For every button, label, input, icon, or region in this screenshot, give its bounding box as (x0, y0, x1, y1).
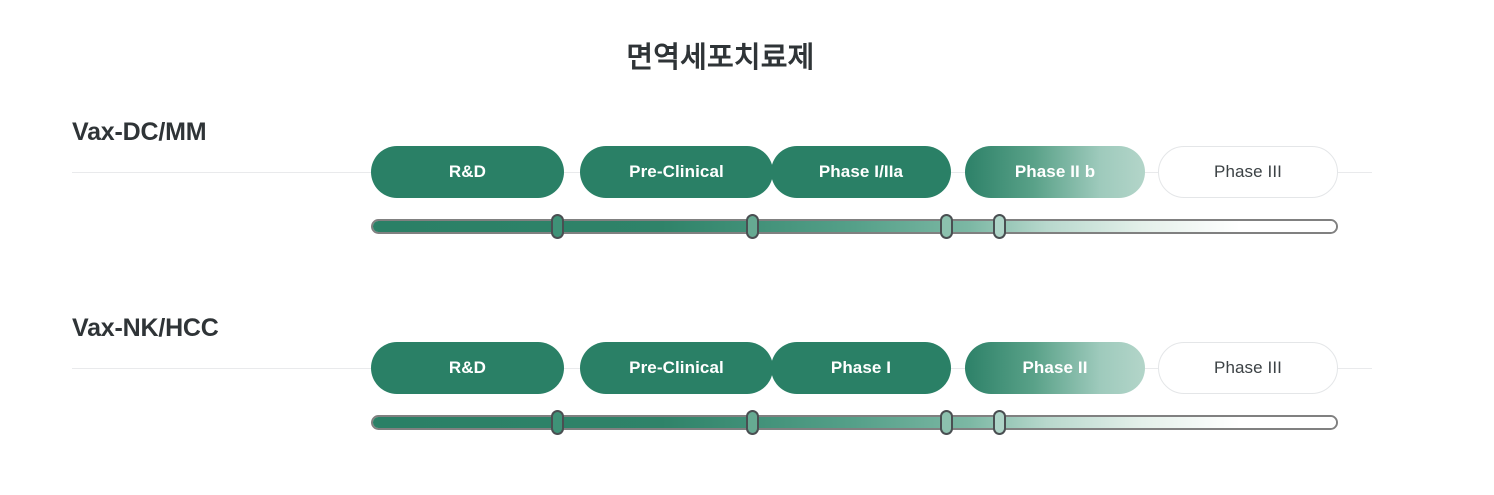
stage-pill-phase-1[interactable]: Phase I (771, 342, 951, 394)
progress-marker-rnd[interactable] (551, 410, 564, 435)
progress-marker-rnd[interactable] (551, 214, 564, 239)
progress-fill (373, 221, 1336, 232)
pipeline-name-label: Vax-NK/HCC (72, 314, 219, 342)
stage-pill-rnd[interactable]: R&D (371, 146, 564, 198)
progress-marker-phase-1[interactable] (940, 214, 953, 239)
stage-pill-phase-2[interactable]: Phase II b (965, 146, 1145, 198)
progress-bar (371, 410, 1338, 435)
stage-pill-phase-1[interactable]: Phase I/IIa (771, 146, 951, 198)
progress-marker-pre-clinical[interactable] (746, 214, 759, 239)
progress-marker-pre-clinical[interactable] (746, 410, 759, 435)
stage-list: R&D Pre-Clinical Phase I/IIa Phase II b … (371, 146, 1338, 198)
stage-pill-phase-2[interactable]: Phase II (965, 342, 1145, 394)
pipeline-name-label: Vax-DC/MM (72, 118, 207, 146)
progress-track (371, 219, 1338, 234)
stage-pill-pre-clinical[interactable]: Pre-Clinical (580, 146, 773, 198)
stage-pill-phase-3[interactable]: Phase III (1158, 342, 1338, 394)
stage-pill-phase-3[interactable]: Phase III (1158, 146, 1338, 198)
progress-bar (371, 214, 1338, 239)
progress-marker-phase-1[interactable] (940, 410, 953, 435)
stage-pill-pre-clinical[interactable]: Pre-Clinical (580, 342, 773, 394)
stage-list: R&D Pre-Clinical Phase I Phase II Phase … (371, 342, 1338, 394)
page-title: 면역세포치료제 (626, 42, 815, 74)
stage-pill-rnd[interactable]: R&D (371, 342, 564, 394)
progress-marker-phase-2[interactable] (993, 214, 1006, 239)
pipeline-row: Vax-DC/MM R&D Pre-Clinical Phase I/IIa P… (0, 118, 1494, 239)
progress-marker-phase-2[interactable] (993, 410, 1006, 435)
progress-fill (373, 417, 1336, 428)
progress-track (371, 415, 1338, 430)
pipeline-row: Vax-NK/HCC R&D Pre-Clinical Phase I Phas… (0, 314, 1494, 435)
